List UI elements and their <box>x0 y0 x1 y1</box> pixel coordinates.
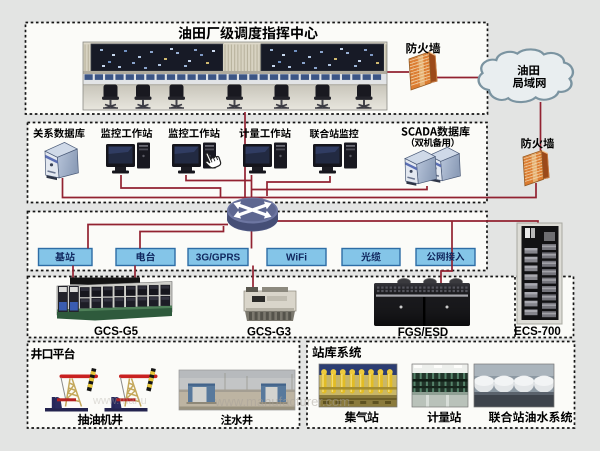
svg-text:www.manufacturer.com: www.manufacturer.com <box>214 394 350 409</box>
svg-text:FGS/ESD: FGS/ESD <box>398 327 448 339</box>
svg-text:GCS-G5: GCS-G5 <box>94 326 139 338</box>
svg-text:3G/GPRS: 3G/GPRS <box>196 253 241 264</box>
svg-text:www.manu: www.manu <box>92 395 147 407</box>
svg-text:WiFi: WiFi <box>286 253 307 264</box>
svg-text:ECS-700: ECS-700 <box>514 326 561 338</box>
svg-text:GCS-G3: GCS-G3 <box>247 327 291 339</box>
